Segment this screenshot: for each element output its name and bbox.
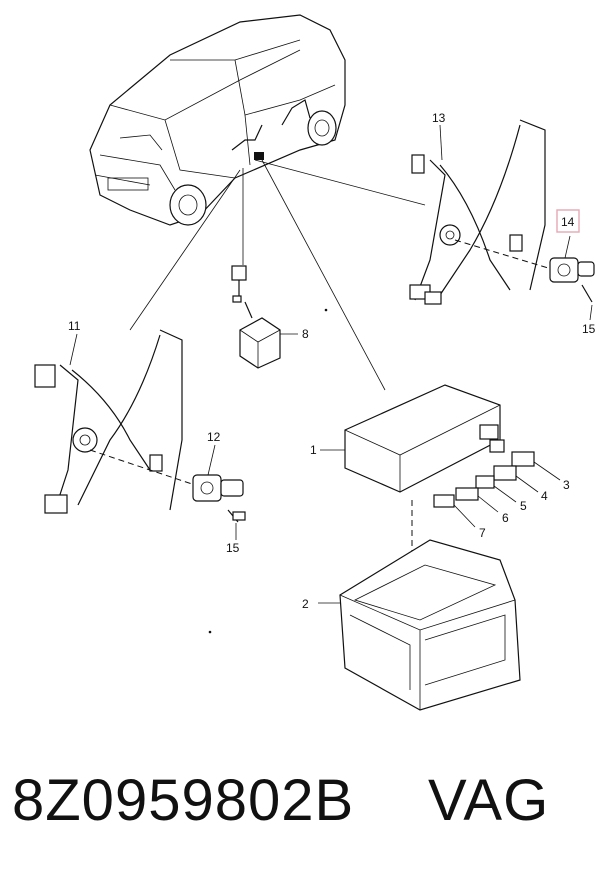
car-illustration <box>89 14 346 226</box>
callout-14-highlight <box>556 209 580 233</box>
callout-2: 2 <box>302 597 309 611</box>
callout-3: 3 <box>563 478 570 492</box>
callout-4: 4 <box>541 489 548 503</box>
callout-1: 1 <box>310 443 317 457</box>
callout-8: 8 <box>302 327 309 341</box>
window-regulator-front <box>34 329 246 523</box>
leader-line <box>261 159 386 391</box>
callout-13: 13 <box>432 111 446 125</box>
callout-12: 12 <box>207 430 221 444</box>
callout-6: 6 <box>502 511 509 525</box>
part-2-bracket <box>318 539 521 711</box>
dot <box>324 308 328 312</box>
part-1-control-unit <box>320 384 561 528</box>
callout-7: 7 <box>479 526 486 540</box>
brand-name: VAG <box>428 768 550 833</box>
dot <box>208 630 212 634</box>
leader-line <box>254 159 426 206</box>
callout-15-rear: 15 <box>582 322 596 336</box>
callout-5: 5 <box>520 499 527 513</box>
leader-line <box>129 169 241 331</box>
part-number: 8Z0959802B <box>12 768 355 833</box>
callout-14: 14 <box>561 215 575 229</box>
part-8-switch <box>231 265 298 369</box>
callout-11: 11 <box>68 319 81 333</box>
exploded-parts-diagram: 1 2 3 4 5 6 7 8 11 12 13 14 15 15 <box>34 14 596 711</box>
callout-15-front: 15 <box>226 541 240 555</box>
window-regulator-rear <box>409 119 595 305</box>
